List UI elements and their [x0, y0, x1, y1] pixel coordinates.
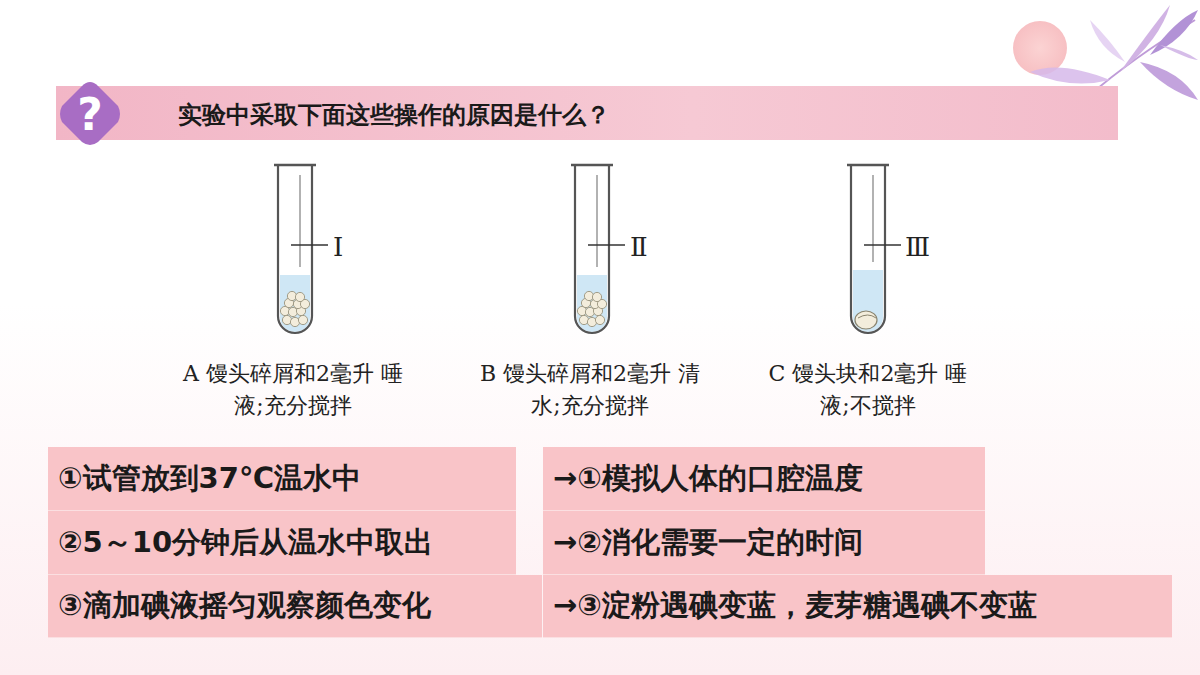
tube-label: Ⅲ	[905, 229, 955, 267]
liquid	[853, 270, 883, 332]
test-tube	[274, 165, 328, 333]
bread-crumb	[592, 292, 601, 301]
question-diamond: ?	[56, 80, 124, 148]
tube-caption: C 馒头块和2毫升 唾液;不搅拌	[763, 358, 973, 422]
explanation-box: →②消化需要一定的时间	[543, 511, 985, 575]
leader-line	[864, 244, 901, 245]
test-tubes	[274, 165, 901, 333]
sun-decoration	[1013, 21, 1067, 75]
tube-rim	[571, 164, 613, 167]
box-text: ①试管放到37℃温水中	[58, 459, 361, 499]
tube-rim	[847, 164, 889, 167]
glass-reflection	[596, 175, 598, 267]
bread-block	[855, 311, 877, 329]
explanation-box: ③滴加碘液摇匀观察颜色变化	[48, 575, 542, 638]
explanation-box: →①模拟人体的口腔温度	[543, 447, 985, 511]
tube-caption: A 馒头碎屑和2毫升 唾液;充分搅拌	[180, 358, 406, 422]
box-text: →②消化需要一定的时间	[553, 523, 863, 563]
leader-line	[291, 244, 328, 245]
question-mark: ?	[77, 89, 103, 140]
test-tube	[847, 165, 901, 333]
bread-crumb	[595, 315, 604, 324]
tube-label: Ⅰ	[333, 229, 373, 267]
glass-reflection	[299, 175, 301, 267]
box-text: ③滴加碘液摇匀观察颜色变化	[58, 586, 431, 626]
test-tube	[571, 165, 625, 333]
glass-reflection	[872, 175, 874, 262]
tube-wall	[575, 165, 609, 333]
leader-line	[588, 244, 625, 245]
title-band	[56, 86, 1118, 140]
tube-wall	[278, 165, 312, 333]
tube-label: Ⅱ	[630, 229, 680, 267]
box-text: →③淀粉遇碘变蓝，麦芽糖遇碘不变蓝	[553, 586, 1037, 626]
bread-crumb	[295, 292, 304, 301]
box-text: ②5～10分钟后从温水中取出	[58, 523, 433, 563]
box-text: →①模拟人体的口腔温度	[553, 459, 863, 499]
tube-rim	[274, 164, 316, 167]
bread-block-line	[858, 315, 876, 318]
tube-caption: B 馒头碎屑和2毫升 清水;充分搅拌	[477, 358, 703, 422]
liquid	[280, 275, 310, 332]
tube-wall	[851, 165, 885, 333]
slide-title: 实验中采取下面这些操作的原因是什么？	[178, 99, 610, 131]
explanation-box: ②5～10分钟后从温水中取出	[48, 511, 516, 575]
explanation-box: ①试管放到37℃温水中	[48, 447, 516, 511]
explanation-box: →③淀粉遇碘变蓝，麦芽糖遇碘不变蓝	[543, 575, 1172, 638]
liquid	[577, 275, 607, 332]
bread-crumb	[298, 315, 307, 324]
